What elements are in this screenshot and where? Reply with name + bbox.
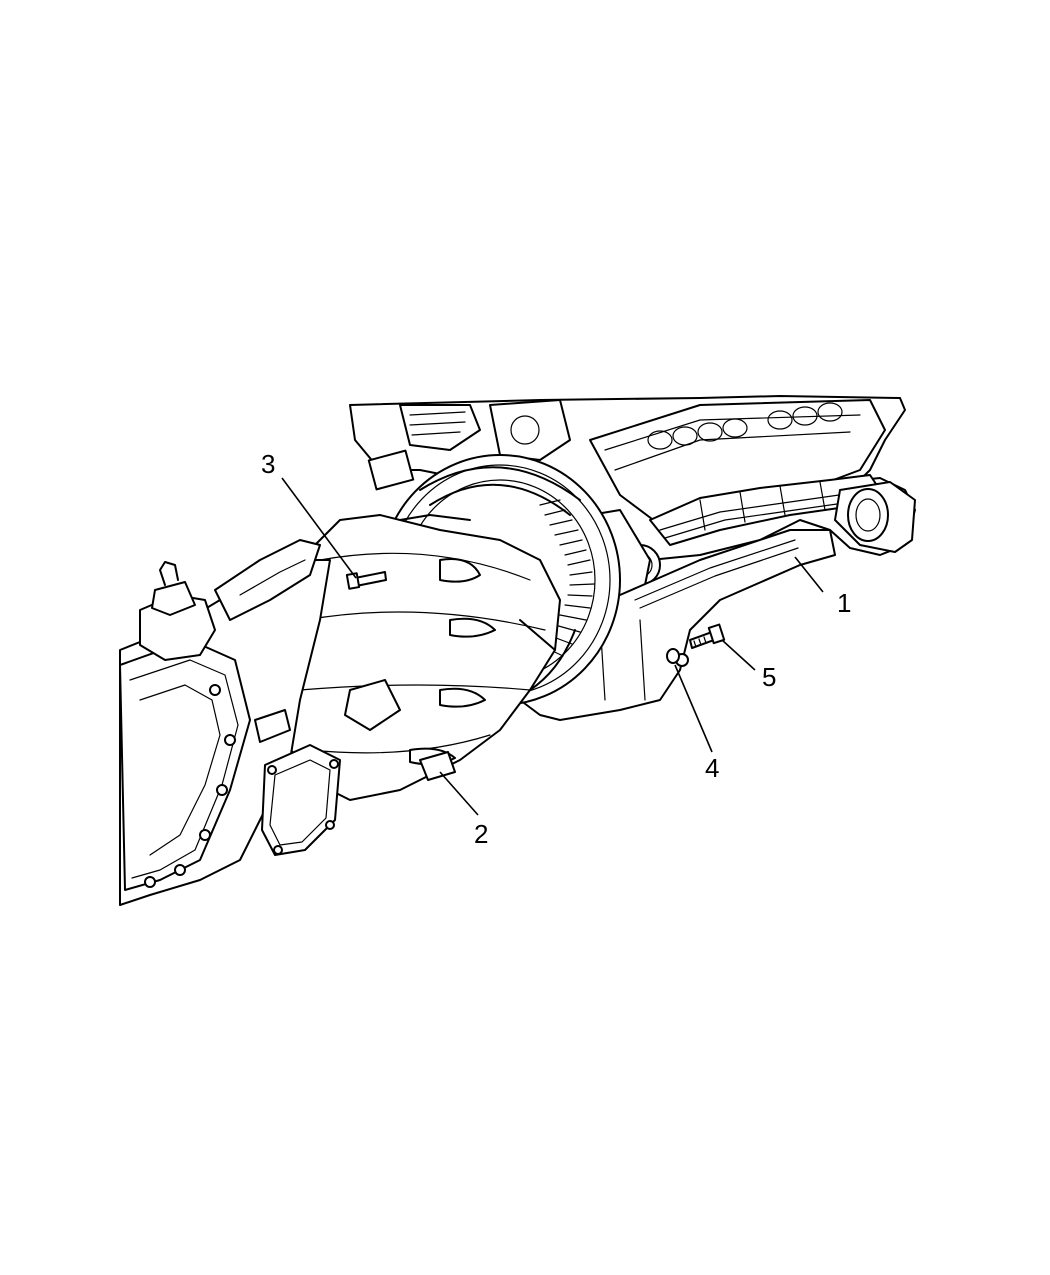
bolt-5 — [689, 623, 726, 649]
callout-3: 3 — [261, 449, 357, 579]
callout-3-label: 3 — [261, 449, 275, 479]
engine-block — [349, 395, 916, 621]
callout-4: 4 — [674, 664, 719, 783]
transmission — [119, 539, 341, 906]
callout-1-label: 1 — [837, 588, 851, 618]
dowel-4 — [666, 648, 680, 664]
callout-1: 1 — [794, 556, 851, 618]
callout-4-label: 4 — [705, 753, 719, 783]
callout-5: 5 — [721, 639, 776, 692]
callout-2-label: 2 — [474, 819, 488, 849]
callout-5-label: 5 — [762, 662, 776, 692]
callout-2: 2 — [439, 771, 488, 849]
